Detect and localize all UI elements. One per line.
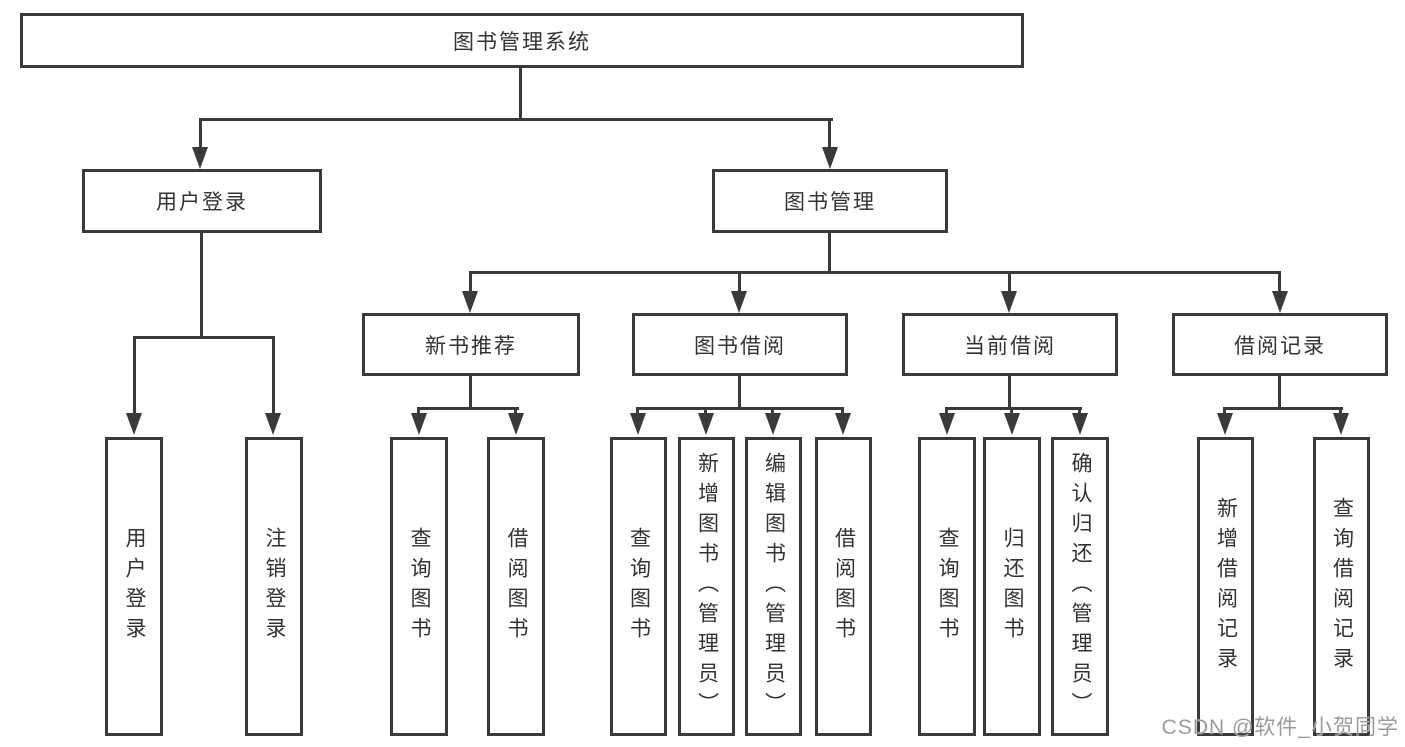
node-label: 查询借阅记录 [1330, 496, 1354, 677]
node-label: 当前借阅 [964, 334, 1056, 358]
node-label: 图书管理系统 [453, 30, 591, 54]
connector-borrow-record-rail [1223, 407, 1343, 410]
connector-book-borrow-stem [738, 376, 741, 407]
arrowhead-down-icon [939, 413, 955, 435]
connector-borrow-record-stem [1278, 376, 1281, 407]
connector-user-login-stem [200, 233, 203, 336]
arrowhead-down-icon [731, 291, 747, 313]
arrowhead-down-icon [1001, 291, 1017, 313]
arrowhead-down-icon [411, 413, 427, 435]
node-label: 确认归还（管理员） [1069, 451, 1092, 722]
node-root-system: 图书管理系统 [20, 13, 1024, 68]
node-label: 注销登录 [263, 526, 286, 647]
arrowhead-down-icon [1072, 413, 1088, 435]
connector-new-book-stem [469, 376, 472, 407]
node-label: 查询图书 [408, 526, 431, 647]
node-label: 图书借阅 [694, 334, 786, 358]
leaf-query-books-recommend: 查询图书 [390, 437, 448, 736]
node-book-management: 图书管理 [712, 169, 948, 233]
leaf-edit-books-admin: 编辑图书（管理员） [745, 437, 802, 736]
connector-book-borrow-rail [636, 407, 844, 410]
node-label: 图书管理 [784, 191, 876, 214]
leaf-query-borrow-record: 查询借阅记录 [1313, 437, 1370, 736]
node-label: 用户登录 [156, 191, 248, 214]
node-label: 新增借阅记录 [1214, 496, 1238, 677]
arrowhead-down-icon [1272, 291, 1288, 313]
connector-drop-user-login [199, 121, 202, 149]
connector-drop-borrow-record [1278, 274, 1281, 294]
node-current-borrowing: 当前借阅 [902, 313, 1118, 376]
arrowhead-down-icon [698, 413, 714, 435]
connector-user-login-rail [133, 336, 275, 339]
connector-drop-book-borrow [738, 274, 741, 294]
connector-current-borrow-rail [945, 407, 1082, 410]
arrowhead-down-icon [630, 413, 646, 435]
connector-drop-new-book [469, 274, 472, 294]
leaf-user-login: 用户登录 [105, 437, 163, 736]
node-label: 借阅记录 [1234, 334, 1326, 358]
node-new-book-recommend: 新书推荐 [362, 313, 580, 376]
connector-current-borrow-stem [1008, 376, 1011, 407]
leaf-logout: 注销登录 [245, 437, 303, 736]
leaf-add-books-admin: 新增图书（管理员） [678, 437, 735, 736]
arrowhead-down-icon [1004, 413, 1020, 435]
leaf-query-books-borrow: 查询图书 [610, 437, 667, 736]
node-label: 查询图书 [936, 526, 959, 647]
arrowhead-down-icon [126, 413, 142, 435]
node-label: 借阅图书 [832, 526, 856, 647]
connector-root-stem [519, 68, 522, 118]
leaf-add-borrow-record: 新增借阅记录 [1197, 437, 1254, 736]
node-borrowing-records: 借阅记录 [1172, 313, 1388, 376]
node-book-borrowing: 图书借阅 [632, 313, 848, 376]
node-label: 借阅图书 [505, 526, 528, 647]
node-user-login: 用户登录 [82, 169, 322, 233]
node-label: 用户登录 [123, 526, 146, 647]
arrowhead-down-icon [835, 413, 851, 435]
arrowhead-down-icon [508, 413, 524, 435]
node-label: 新增图书（管理员） [695, 451, 719, 722]
arrowhead-down-icon [1333, 413, 1349, 435]
arrowhead-down-icon [265, 413, 281, 435]
arrowhead-down-icon [1217, 413, 1233, 435]
leaf-borrow-books: 借阅图书 [815, 437, 872, 736]
connector-drop-book-mgmt [828, 121, 831, 149]
connector-drop-current-borrow [1008, 274, 1011, 294]
connector-level2-rail [199, 118, 833, 121]
connector-drop-login-leaf [133, 339, 136, 416]
connector-book-mgmt-stem [828, 233, 831, 271]
node-label: 查询图书 [627, 526, 651, 647]
leaf-confirm-return-admin: 确认归还（管理员） [1051, 437, 1109, 736]
node-label: 新书推荐 [425, 334, 517, 358]
arrowhead-down-icon [192, 147, 208, 169]
leaf-borrow-books-recommend: 借阅图书 [487, 437, 545, 736]
connector-drop-logout-leaf [272, 339, 275, 416]
csdn-watermark: CSDN @软件_小贺同学 [1161, 716, 1399, 739]
node-label: 归还图书 [1001, 526, 1024, 647]
connector-level3-rail [469, 271, 1281, 274]
leaf-return-books: 归还图书 [983, 437, 1041, 736]
arrowhead-down-icon [822, 147, 838, 169]
node-label: 编辑图书（管理员） [762, 451, 786, 722]
arrowhead-down-icon [462, 291, 478, 313]
arrowhead-down-icon [765, 413, 781, 435]
leaf-query-books-current: 查询图书 [918, 437, 976, 736]
connector-new-book-rail [417, 407, 519, 410]
